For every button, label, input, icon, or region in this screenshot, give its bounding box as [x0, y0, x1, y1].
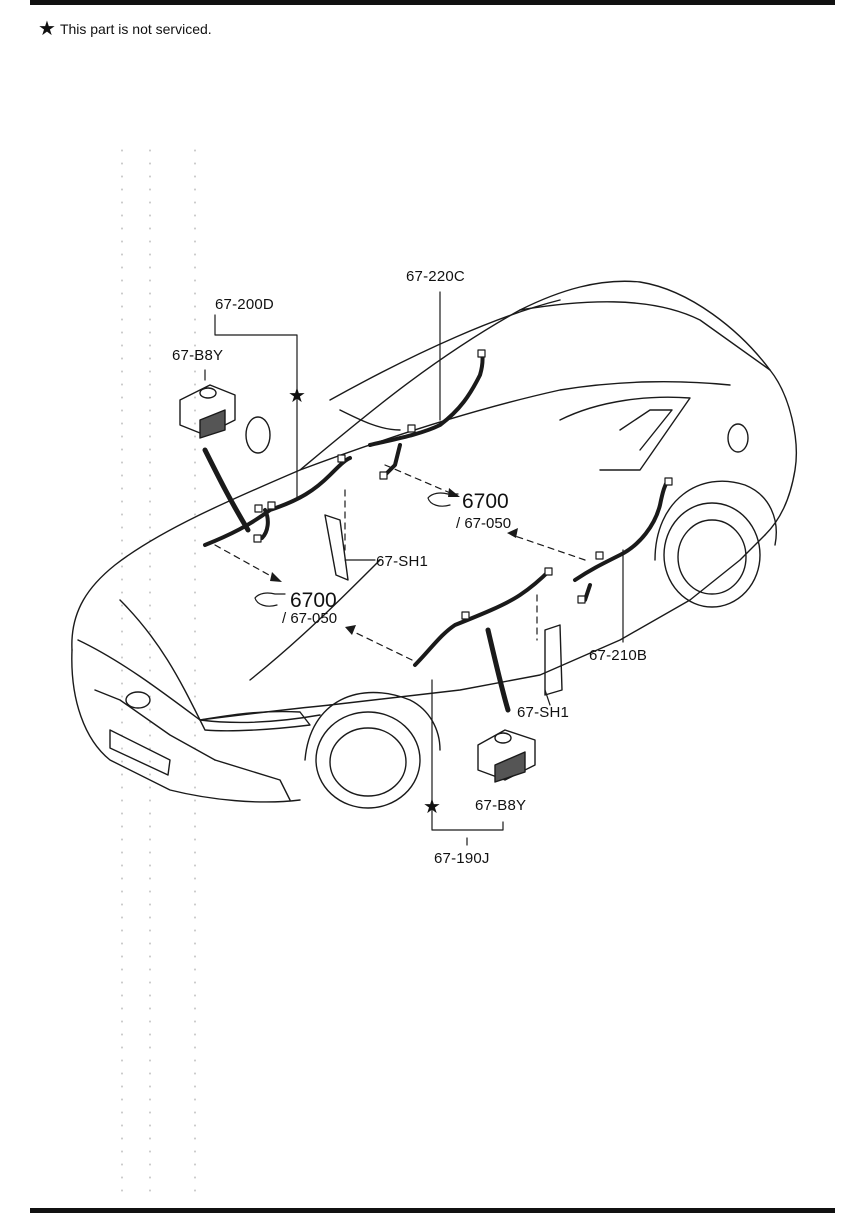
leader-lines — [204, 291, 624, 846]
legend-note: ★ This part is not serviced. — [38, 19, 212, 39]
part-label-67-b8y-bottom[interactable]: 67-B8Y — [475, 797, 527, 814]
legend-note-text: This part is not serviced. — [59, 21, 212, 37]
not-serviced-star-icon: ★ — [423, 796, 441, 818]
reference-6700-left[interactable]: 6700 / 67-050 — [282, 589, 337, 627]
car-body-outline — [71, 280, 797, 809]
reference-number: 6700 — [462, 490, 509, 513]
not-serviced-star-icon: ★ — [288, 385, 306, 407]
sensor-left — [324, 514, 349, 581]
module-bottom — [477, 729, 536, 783]
harness-front-right — [413, 568, 552, 713]
arrow-heads — [270, 488, 518, 635]
dashed-arrows — [214, 464, 586, 661]
reference-sub-number: / 67-050 — [456, 515, 512, 532]
bottom-border-rule — [30, 1208, 835, 1213]
reference-number: 6700 — [290, 589, 337, 612]
connector-clips — [253, 349, 673, 620]
reference-6700-top[interactable]: 6700 / 67-050 — [456, 490, 511, 532]
sensor-right — [544, 624, 563, 696]
top-border-rule — [30, 0, 835, 5]
hand-pointer-icon — [254, 592, 286, 607]
harness-front-left — [202, 447, 352, 547]
module-top — [179, 384, 236, 439]
dot-guides — [121, 149, 196, 1196]
part-label-67-220c[interactable]: 67-220C — [406, 268, 465, 285]
part-label-67-210b[interactable]: 67-210B — [589, 647, 648, 664]
star-icon: ★ — [38, 18, 56, 40]
reference-sub-number: / 67-050 — [282, 610, 338, 627]
part-label-67-200d[interactable]: 67-200D — [215, 296, 274, 313]
part-label-67-sh1-left[interactable]: 67-SH1 — [376, 553, 429, 570]
harness-rear-top — [368, 350, 485, 477]
part-label-67-190j[interactable]: 67-190J — [434, 850, 490, 867]
harness-rear-right — [573, 478, 670, 602]
part-label-67-b8y-top[interactable]: 67-B8Y — [172, 347, 224, 364]
hand-pointer-icon — [427, 492, 459, 507]
part-label-67-sh1-right[interactable]: 67-SH1 — [517, 704, 570, 721]
